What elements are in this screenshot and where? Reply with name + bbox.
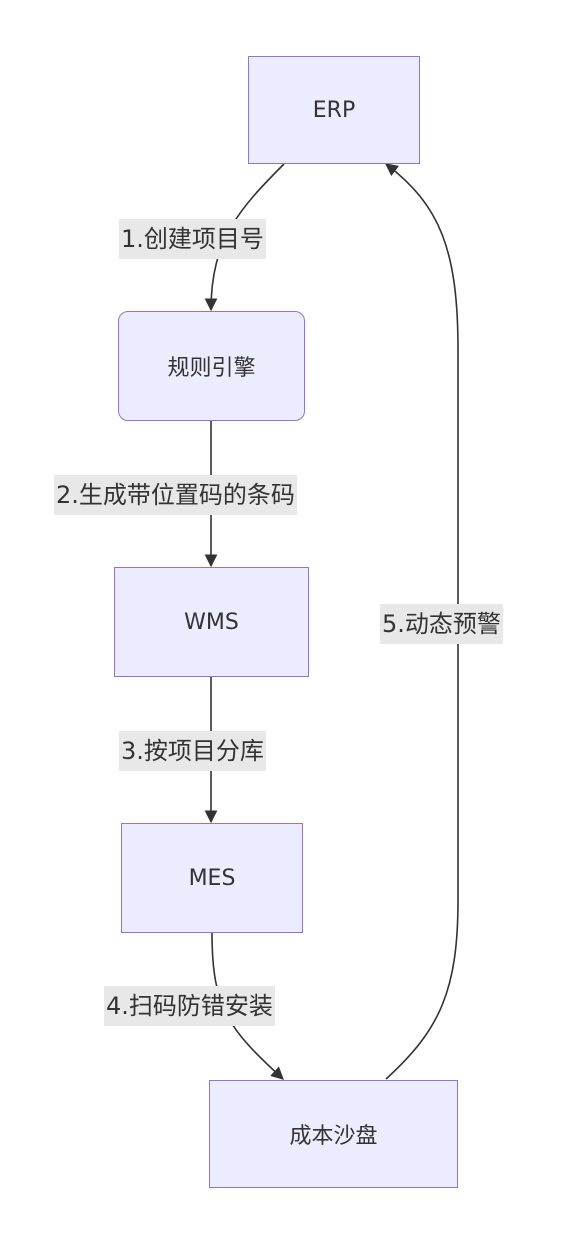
node-rules-engine[interactable]: 规则引擎 [118,311,305,421]
edge-label-scan-install: 4.扫码防错安装 [104,986,275,1026]
node-wms[interactable]: WMS [114,567,309,677]
edge-label-create-project: 1.创建项目号 [119,219,266,259]
node-mes[interactable]: MES [121,823,303,933]
edge-label-generate-barcode: 2.生成带位置码的条码 [54,475,297,515]
node-mes-label: MES [188,865,236,891]
node-cost-sandbox-label: 成本沙盘 [289,1124,378,1149]
node-cost-sandbox[interactable]: 成本沙盘 [209,1080,458,1188]
node-erp-label: ERP [312,97,356,123]
node-erp[interactable]: ERP [248,56,420,164]
edge-label-dynamic-alert: 5.动态预警 [380,604,503,644]
edge-label-project-warehouse: 3.按项目分库 [119,731,266,771]
node-rules-engine-label: 规则引擎 [167,356,256,381]
node-wms-label: WMS [184,609,239,635]
